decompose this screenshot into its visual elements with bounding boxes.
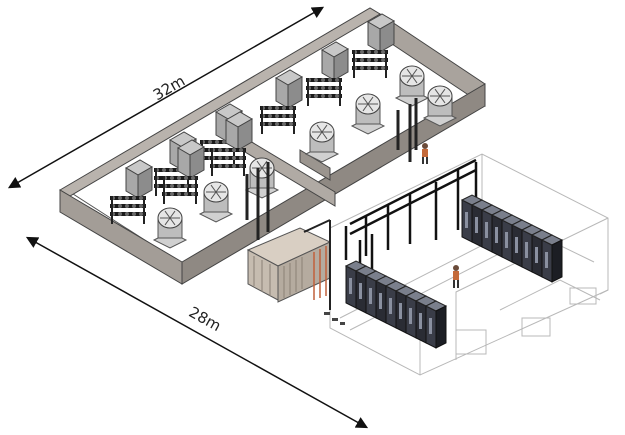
reactor-group bbox=[152, 65, 458, 249]
cabinet-row-back bbox=[460, 194, 564, 283]
reactor-unit bbox=[350, 93, 386, 135]
dimension-label-top: 32m bbox=[150, 72, 188, 104]
reactor-unit bbox=[198, 181, 234, 223]
dimension-arrow-bottom bbox=[25, 236, 369, 429]
dimension-arrow-top bbox=[7, 6, 325, 189]
ground-fittings bbox=[324, 312, 345, 325]
worker-figure-2 bbox=[453, 265, 459, 288]
reactor-unit bbox=[394, 65, 430, 107]
worker-figure bbox=[422, 143, 428, 164]
reactor-unit bbox=[152, 207, 188, 249]
cabinet-row-front bbox=[344, 260, 448, 349]
transformer-unit bbox=[352, 13, 395, 78]
reactor-unit bbox=[244, 157, 280, 199]
reactor-unit bbox=[422, 85, 458, 127]
reactor-unit bbox=[304, 121, 340, 163]
